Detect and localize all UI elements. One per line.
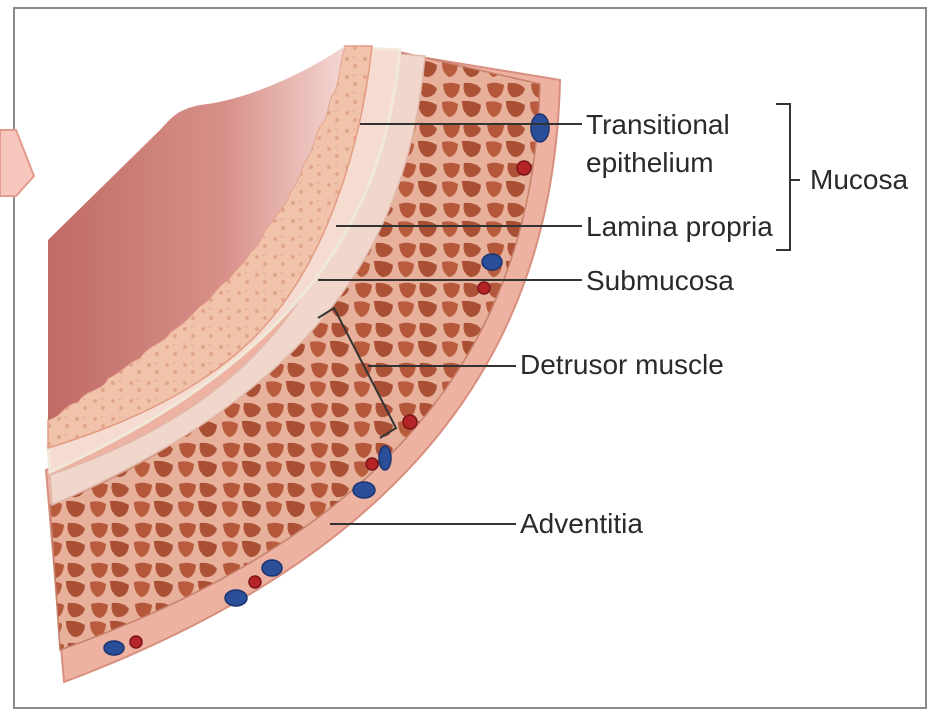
artery-icon xyxy=(366,458,378,470)
mucosa-bracket xyxy=(776,104,800,250)
label-adventitia: Adventitia xyxy=(520,507,643,541)
artery-icon xyxy=(403,415,417,429)
vein-icon xyxy=(379,446,391,470)
vein-icon xyxy=(262,560,282,576)
label-mucosa: Mucosa xyxy=(810,163,908,197)
label-detrusor-muscle: Detrusor muscle xyxy=(520,348,724,382)
artery-icon xyxy=(130,636,142,648)
artery-icon xyxy=(478,282,490,294)
vein-icon xyxy=(531,114,549,142)
label-submucosa: Submucosa xyxy=(586,264,734,298)
artery-icon xyxy=(517,161,531,175)
vein-icon xyxy=(225,590,247,606)
label-lamina-propria: Lamina propria xyxy=(586,210,773,244)
vein-icon xyxy=(482,254,502,270)
vein-icon xyxy=(353,482,375,498)
arrow-marker xyxy=(0,130,34,196)
label-transitional-line1: Transitional xyxy=(586,108,730,142)
artery-icon xyxy=(249,576,261,588)
label-transitional-line2: epithelium xyxy=(586,146,714,180)
vein-icon xyxy=(104,641,124,655)
